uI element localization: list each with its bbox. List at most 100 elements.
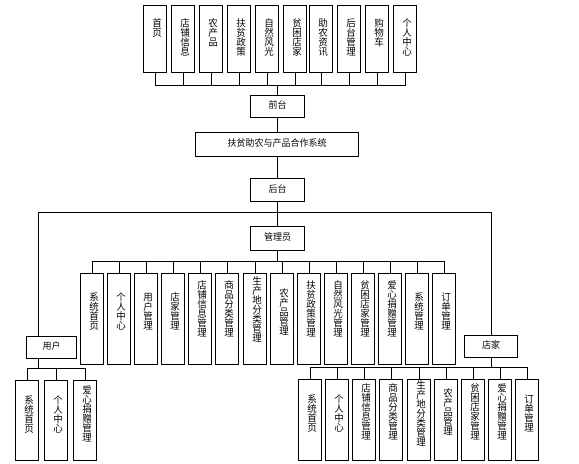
connector-line — [364, 367, 365, 379]
shop-module-box: 店铺信息管理 — [352, 379, 376, 461]
admin-module-box: 商品分类管理 — [215, 273, 239, 365]
shop-module-label: 店铺信息管理 — [358, 383, 370, 440]
connector-line — [267, 73, 268, 85]
connector-line — [183, 73, 184, 85]
system-title: 扶贫助农与产品合作系统 — [227, 139, 327, 149]
connector-line — [27, 368, 28, 380]
connector-line — [255, 261, 256, 273]
admin-module-label: 用户管理 — [140, 292, 152, 330]
connector-line — [277, 251, 278, 262]
admin-module-box: 自然风光管理 — [324, 273, 348, 365]
connector-line — [92, 261, 445, 262]
admin-module-label: 爱心捐赠管理 — [384, 280, 396, 337]
admin-module-label: 商品分类管理 — [221, 280, 233, 337]
connector-line — [92, 261, 93, 273]
front-module-box: 购物车 — [365, 5, 389, 73]
connector-line — [405, 73, 406, 85]
front-module-label: 个人中心 — [399, 18, 411, 56]
connector-line — [309, 261, 310, 273]
connector-line — [419, 367, 420, 379]
admin-module-label: 自然风光管理 — [330, 280, 342, 337]
admin-module-box: 订单管理 — [432, 273, 456, 365]
front-module-box: 扶贫政策 — [227, 5, 251, 73]
connector-line — [56, 368, 57, 380]
front-module-label: 扶贫政策 — [233, 18, 245, 56]
connector-line — [38, 359, 39, 369]
shop-module-label: 农产品管理 — [440, 388, 452, 436]
front-hub-label: 前台 — [268, 101, 287, 111]
admin-module-box: 用户管理 — [134, 273, 158, 365]
shop-role-label: 店家 — [481, 341, 500, 351]
front-module-label: 农产品 — [205, 18, 217, 47]
shop-module-box: 农产品管理 — [434, 379, 458, 461]
shop-module-box: 订单管理 — [515, 379, 539, 461]
connector-line — [336, 261, 337, 273]
user-module-label: 个人中心 — [50, 395, 62, 433]
admin-module-label: 个人中心 — [113, 292, 125, 330]
admin-module-label: 店铺信息管理 — [194, 280, 206, 337]
admin-module-label: 订单管理 — [438, 292, 450, 330]
user-role-box: 用户 — [26, 336, 77, 359]
admin-module-box: 店家管理 — [161, 273, 185, 365]
shop-module-box: 生产地分类管理 — [407, 379, 431, 461]
connector-line — [473, 367, 474, 379]
connector-line — [227, 261, 228, 273]
admin-module-box: 系统首页 — [80, 273, 104, 365]
connector-line — [444, 261, 445, 273]
front-module-box: 个人中心 — [393, 5, 417, 73]
admin-module-label: 店家管理 — [167, 292, 179, 330]
front-module-label: 购物车 — [371, 18, 383, 47]
connector-line — [491, 212, 492, 335]
admin-module-label: 扶贫政策管理 — [303, 280, 315, 337]
front-module-box: 农产品 — [199, 5, 223, 73]
admin-role-box: 管理员 — [250, 226, 305, 251]
admin-role-label: 管理员 — [263, 233, 291, 243]
admin-module-box: 爱心捐赠管理 — [378, 273, 402, 365]
front-module-box: 后台管理 — [337, 5, 361, 73]
connector-line — [119, 261, 120, 273]
connector-line — [391, 367, 392, 379]
admin-module-box: 贫困店家管理 — [351, 273, 375, 365]
front-module-box: 贫困店家 — [283, 5, 307, 73]
shop-module-label: 贫困店家管理 — [467, 383, 479, 440]
shop-module-box: 贫困店家管理 — [461, 379, 485, 461]
shop-module-box: 个人中心 — [325, 379, 349, 461]
front-module-label: 后台管理 — [343, 18, 355, 56]
connector-line — [491, 358, 492, 368]
admin-module-label: 生产地分类管理 — [249, 276, 261, 343]
connector-line — [295, 73, 296, 85]
connector-line — [277, 118, 278, 132]
admin-module-box: 个人中心 — [107, 273, 131, 365]
connector-line — [282, 261, 283, 273]
user-module-label: 系统首页 — [21, 395, 33, 433]
system-title-box: 扶贫助农与产品合作系统 — [195, 132, 359, 157]
admin-module-box: 扶贫政策管理 — [297, 273, 321, 365]
connector-line — [500, 367, 501, 379]
front-module-label: 助农资讯 — [315, 18, 327, 56]
shop-role-box: 店家 — [464, 335, 518, 358]
shop-module-label: 系统首页 — [304, 394, 316, 432]
admin-module-label: 系统管理 — [411, 292, 423, 330]
user-module-box: 个人中心 — [44, 380, 68, 461]
back-hub-label: 后台 — [268, 184, 287, 195]
connector-line — [446, 367, 447, 379]
connector-line — [155, 85, 406, 86]
admin-module-label: 农产品管理 — [276, 288, 288, 336]
connector-line — [277, 212, 278, 226]
connector-line — [417, 261, 418, 273]
shop-module-label: 订单管理 — [521, 394, 533, 432]
connector-line — [239, 73, 240, 85]
user-role-label: 用户 — [42, 342, 61, 352]
admin-module-label: 系统首页 — [86, 292, 98, 330]
connector-line — [38, 212, 492, 213]
back-hub-box: 后台 — [250, 178, 305, 202]
front-module-box: 自然风光 — [255, 5, 279, 73]
user-module-label: 爱心捐赠管理 — [79, 385, 91, 442]
connector-line — [173, 261, 174, 273]
connector-line — [211, 73, 212, 85]
shop-module-label: 个人中心 — [331, 394, 343, 432]
connector-line — [277, 157, 278, 178]
admin-module-box: 系统管理 — [405, 273, 429, 365]
connector-line — [377, 73, 378, 85]
